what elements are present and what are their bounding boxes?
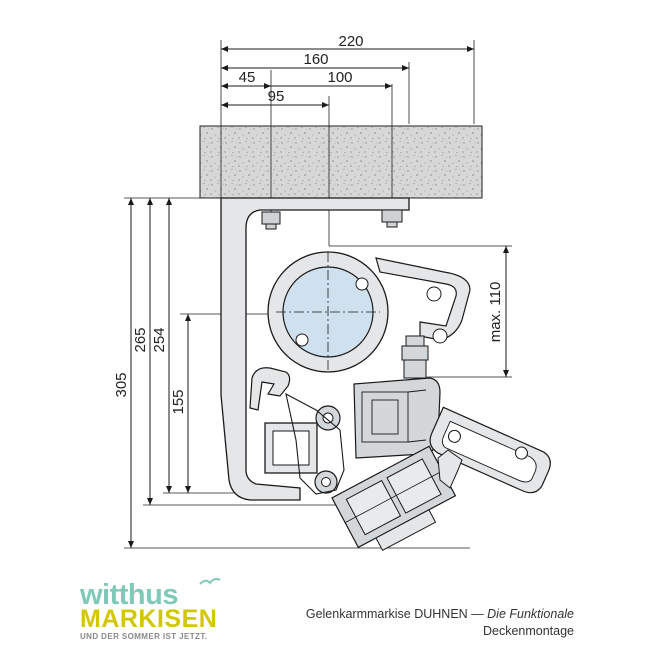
dim-100: 100 (327, 69, 352, 86)
pivot-joint-lower-pin (321, 477, 331, 487)
drop-profile (429, 406, 551, 494)
caption-product: Gelenkarmmarkise DUHNEN — (305, 607, 484, 621)
profile-clamp (437, 449, 463, 489)
extension-lines-top (220, 40, 475, 246)
arm-bracket-block (353, 377, 441, 459)
dimension-lines-top (221, 46, 474, 108)
dim-220: 220 (338, 33, 363, 50)
dim-160: 160 (303, 51, 328, 68)
caption-product-italic: Die Funktionale (487, 607, 574, 621)
brand-name-top: witthus (80, 579, 179, 611)
profile-hole-top (426, 286, 442, 302)
arm-block-details (361, 389, 427, 443)
square-tube-inner (272, 430, 310, 466)
lower-arm-assembly (331, 445, 457, 552)
caption-mounting: Deckenmontage (482, 624, 574, 638)
dim-265: 265 (132, 327, 149, 352)
tube-hole-right (355, 277, 369, 291)
tube-hole-left (295, 333, 309, 347)
brand-logo: witthus MARKISEN UND DER SOMMER IST JETZ… (80, 578, 250, 642)
mounting-bolts (261, 209, 403, 230)
dim-45: 45 (239, 69, 256, 86)
front-profile (375, 257, 471, 341)
tension-bolt (401, 335, 429, 379)
brand-name-bottom: MARKISEN (80, 605, 218, 633)
dimension-lines-left (128, 198, 191, 548)
brand-tagline: UND DER SOMMER IST JETZT. (80, 632, 208, 641)
profile-hole-bottom (432, 328, 448, 344)
mounting-bracket (220, 197, 410, 501)
dim-254: 254 (151, 327, 168, 352)
pivot-joint-upper-pin (322, 412, 334, 424)
caption-product-line: Gelenkarmmarkise DUHNEN — Die Funktional… (306, 606, 574, 623)
dimension-line-max110 (329, 245, 512, 378)
dim-155: 155 (170, 389, 187, 414)
tube-centerlines (276, 252, 380, 372)
dim-max110: max. 110 (487, 282, 504, 343)
dim-95: 95 (268, 88, 285, 105)
bird-icon (199, 578, 221, 585)
clamp-hook (249, 367, 291, 411)
link-arm (285, 392, 345, 495)
technical-drawing: 220 160 45 100 95 305 265 254 155 max. 1… (113, 33, 551, 552)
dim-305: 305 (113, 372, 130, 397)
ceiling-concrete (199, 125, 483, 199)
product-caption: Gelenkarmmarkise DUHNEN — Die Funktional… (306, 606, 574, 640)
